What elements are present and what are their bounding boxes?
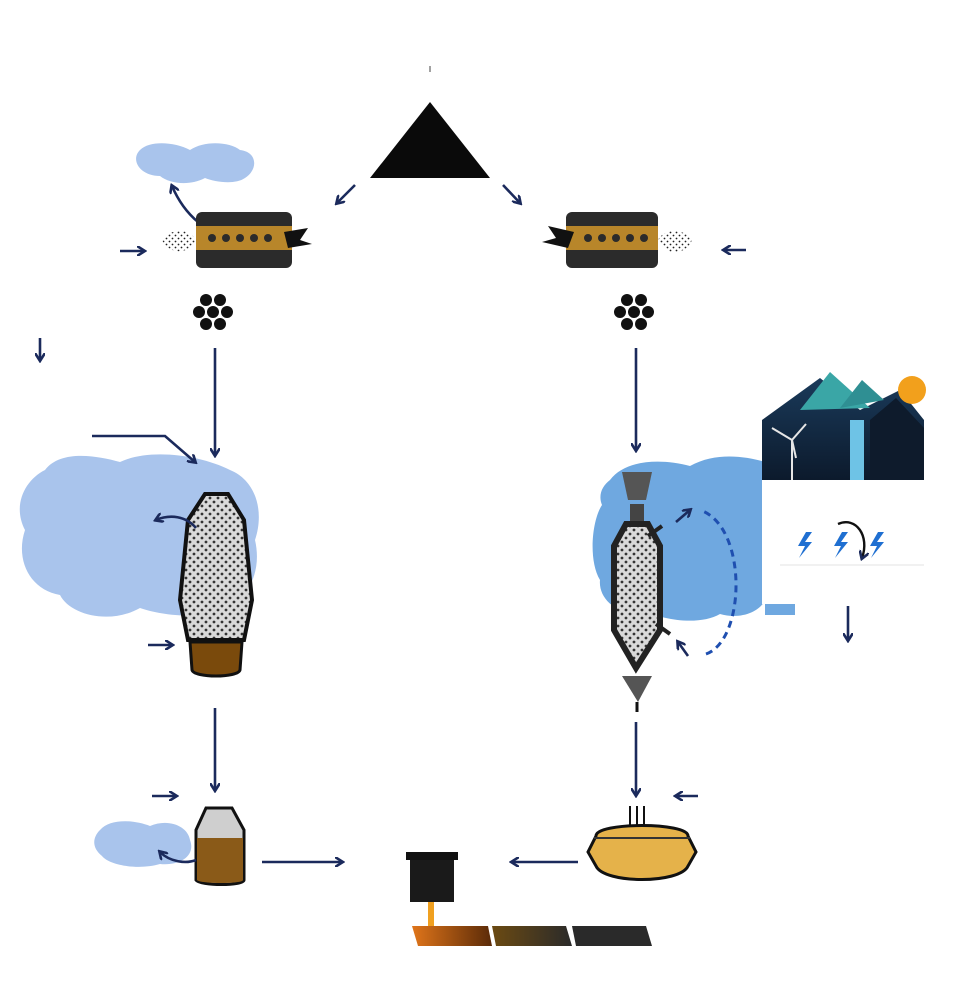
- arrow-ore-to-left: [337, 184, 356, 203]
- arrow-energy-loop: [837, 521, 864, 558]
- converter-icon: [194, 806, 246, 886]
- arrow-ore-to-right: [502, 184, 520, 203]
- arrow-blast-furnace-emission: [156, 517, 197, 529]
- pellets-left-icon: [193, 294, 233, 330]
- casting-icon: [406, 852, 458, 926]
- pelletizer-left-feed: [162, 231, 196, 252]
- emission-cloud-small: [136, 143, 255, 184]
- steel-slabs-icon: [412, 926, 652, 946]
- electric-arc-furnace-icon: [586, 806, 698, 881]
- arrow-shaft-gas-out: [675, 510, 690, 523]
- pellets-right-icon: [614, 294, 654, 330]
- iron-ore-pile-icon: [370, 102, 490, 178]
- electricity-bolt-icons: [798, 532, 884, 558]
- arrow-coke-input: [92, 434, 195, 462]
- arrow-shaft-gas-in: [678, 642, 690, 657]
- renewable-energy-icon: [762, 372, 926, 480]
- pelletizer-left: [196, 212, 312, 268]
- arrow-gas-recycle: [699, 508, 738, 656]
- pelletizer-right: [542, 212, 658, 268]
- blast-furnace-icon: [177, 492, 255, 678]
- arrow-converter-emission: [160, 852, 197, 864]
- arrow-pelletizer-emission-left: [172, 186, 199, 223]
- sun-icon: [898, 376, 926, 404]
- pelletizer-right-feed: [658, 231, 692, 252]
- direct-reduction-shaft-icon: [611, 472, 672, 712]
